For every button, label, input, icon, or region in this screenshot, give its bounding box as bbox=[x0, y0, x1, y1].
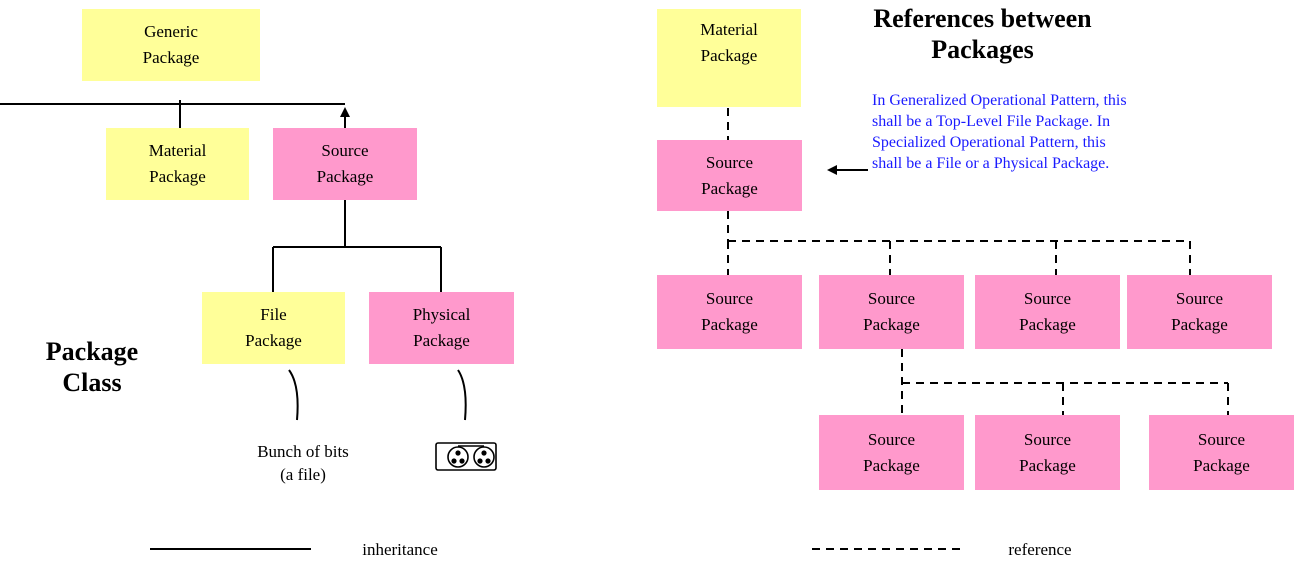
level1-source-package-box: Source Package bbox=[975, 275, 1120, 349]
references-title: References between Packages bbox=[873, 4, 1092, 64]
generic-package-box: Generic Package bbox=[82, 9, 260, 81]
legend-inheritance-label: inheritance bbox=[362, 540, 438, 559]
right-source-package-box: Source Package bbox=[657, 140, 802, 211]
level2-source-package-box: Source Package bbox=[975, 415, 1120, 490]
tape-reel-icon bbox=[435, 442, 497, 471]
file-caption: Bunch of bits (a file) bbox=[257, 442, 349, 484]
level1-source-package-box: Source Package bbox=[819, 275, 964, 349]
level1-source-package-box: Source Package bbox=[1127, 275, 1272, 349]
physical-package-box: Physical Package bbox=[369, 292, 514, 364]
file-package-box: File Package bbox=[202, 292, 345, 364]
physical-package-label: Physical Package bbox=[412, 305, 471, 350]
level1-source-package-box: Source Package bbox=[657, 275, 802, 349]
material-package-label: Material Package bbox=[148, 141, 207, 186]
file-link bbox=[288, 369, 299, 421]
physical-link bbox=[457, 369, 467, 421]
level2-source-package-box: Source Package bbox=[819, 415, 964, 490]
level1-source-package-label: Source Package bbox=[701, 289, 758, 334]
right-material-package-box: Material Package bbox=[657, 9, 801, 107]
file-package-label: File Package bbox=[245, 305, 302, 350]
legend-reference-label: reference bbox=[1008, 540, 1072, 559]
material-package-box: Material Package bbox=[106, 128, 249, 200]
level2-source-package-label: Source Package bbox=[863, 429, 920, 475]
level1-source-package-label: Source Package bbox=[1019, 289, 1076, 334]
level2-source-package-label: Source Package bbox=[1019, 429, 1076, 475]
right-material-package-label: Material Package bbox=[700, 20, 758, 65]
level2-source-package-box: Source Package bbox=[1149, 415, 1294, 490]
level2-source-package-label: Source Package bbox=[1193, 429, 1250, 475]
operational-pattern-note: In Generalized Operational Pattern, this… bbox=[872, 92, 1127, 172]
source-package-box: Source Package bbox=[273, 128, 417, 200]
generic-package-label: Generic Package bbox=[142, 22, 200, 67]
package-class-title: Package Class bbox=[45, 337, 139, 397]
source-package-label: Source Package bbox=[316, 141, 374, 186]
level1-source-package-label: Source Package bbox=[863, 289, 920, 334]
level1-source-package-label: Source Package bbox=[1171, 289, 1228, 334]
right-source-package-label: Source Package bbox=[701, 152, 758, 198]
